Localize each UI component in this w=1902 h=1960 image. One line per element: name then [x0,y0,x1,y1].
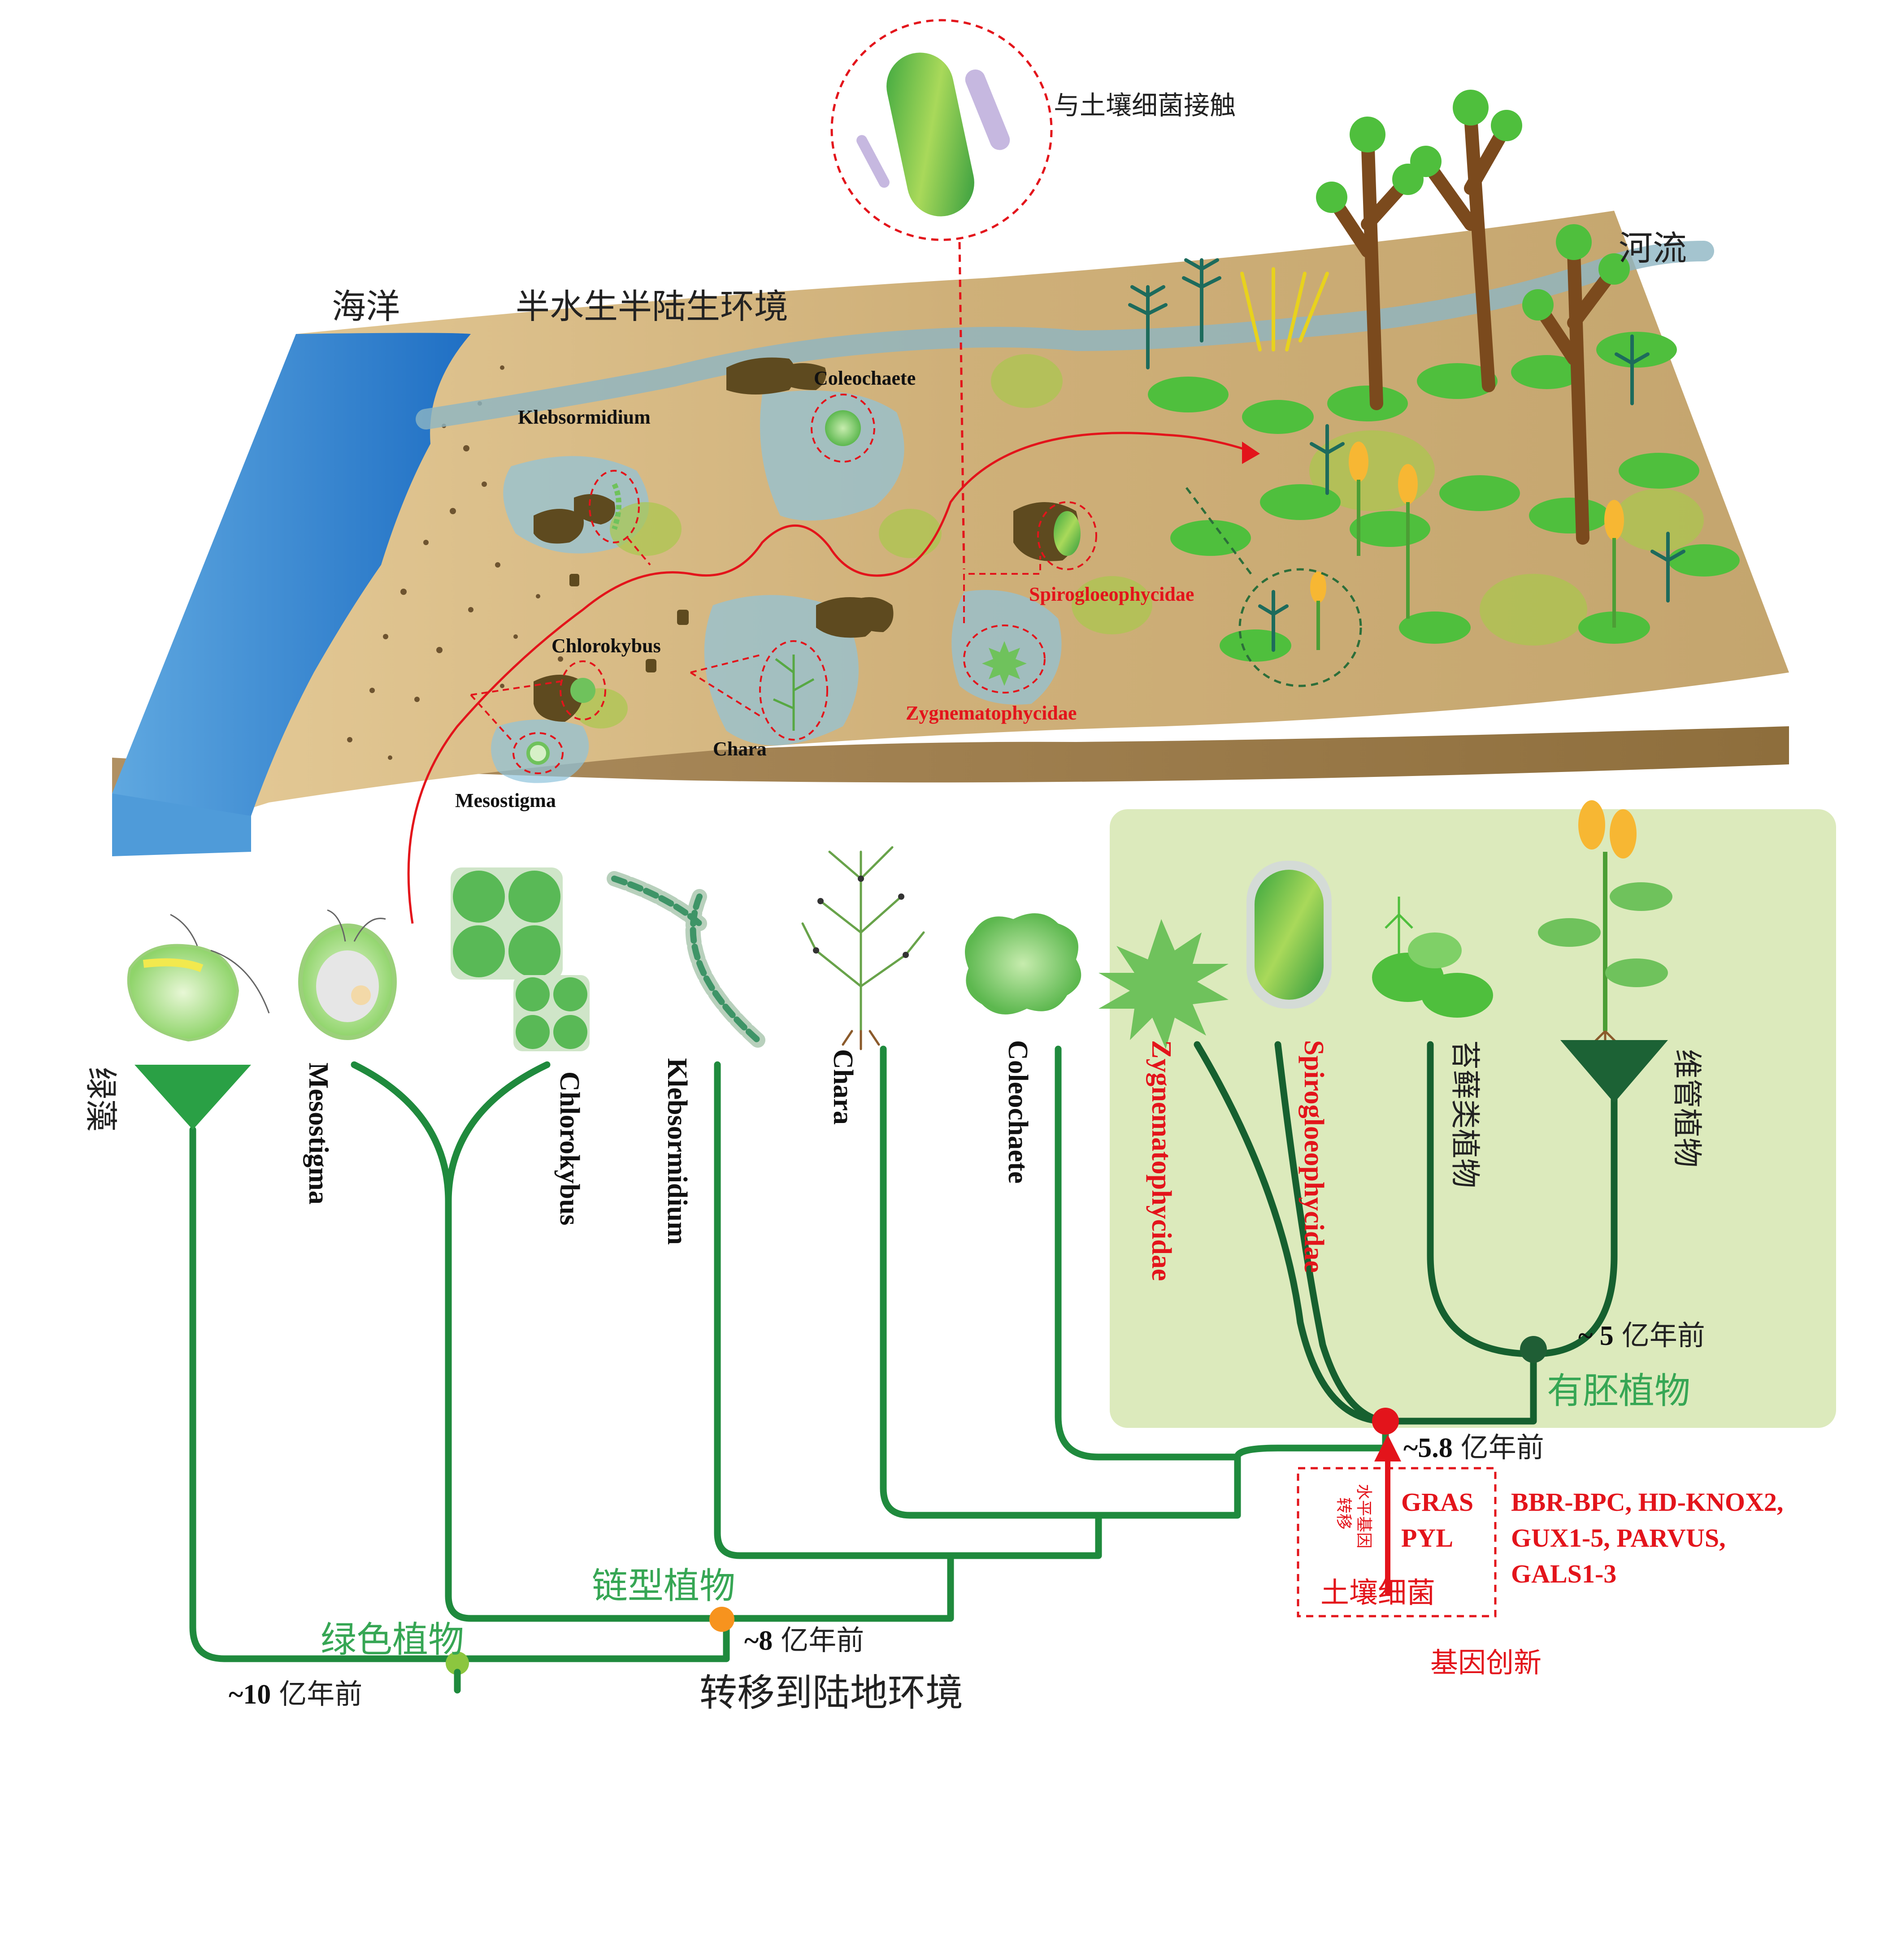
habitat-cells [526,410,1081,765]
green-algae-triangle [135,1065,251,1130]
embryophyte-zoom-circle [1238,568,1362,687]
spirogloeophycidae-icon [1246,861,1332,1009]
innovation-genes-line-3: GALS1-3 [1511,1559,1616,1588]
leaf-labels: 绿藻 Mesostigma Chlorokybus Klebsormidium … [82,1040,1704,1281]
river [416,241,1714,429]
clade-label-embryophytes: 有胚植物 [1547,1370,1690,1412]
bacteria-zoom-connector [958,242,965,570]
leaf-label-green-algae: 绿藻 [82,1067,120,1132]
node-zygn-embryo [1372,1408,1399,1435]
habitat-label-chara: Chara [713,738,767,760]
transfer-to-land-label: 转移到陆地环境 [699,1671,963,1715]
hgt-gene-gras: GRAS [1401,1487,1473,1517]
innovation-genes-line-2: GUX1-5, PARVUS, [1511,1523,1726,1552]
clade-label-green-plants: 绿色植物 [321,1619,464,1661]
coleochaete-icon [965,913,1081,1015]
habitat-label-coleochaete: Coleochaete [814,367,916,389]
habitat-label-mesostigma: Mesostigma [455,789,556,811]
habitat-label-klebsormidium: Klebsormidium [518,406,651,428]
evolution-path-arrowhead [1242,442,1260,464]
habitat-zoom-circles [512,394,1097,774]
innovation-genes-line-1: BBR-BPC, HD-KNOX2, [1511,1487,1783,1517]
clade-label-streptophytes: 链型植物 [592,1565,735,1607]
chara-icon-nodes [813,876,909,958]
beach-pebbles [347,365,563,760]
habitat-label-spirogloeophycidae: Spirogloeophycidae [1029,583,1194,605]
bryophyte-icon [1372,897,1493,1018]
chara-icon [801,846,925,1050]
leaf-label-mesostigma: Mesostigma [303,1062,334,1205]
leaf-label-chlorokybus: Chlorokybus [554,1071,585,1225]
bacteria-contact-label: 与土壤细菌接触 [1054,90,1236,121]
leaf-label-vascular-plants: 维管植物 [1670,1049,1704,1167]
ocean [112,333,471,852]
leaf-label-coleochaete: Coleochaete [1003,1040,1033,1184]
leaf-label-zygnematophycidae: Zygnematophycidae [1146,1040,1177,1281]
leaf-label-chara: Chara [828,1049,858,1125]
land-block-side [112,726,1789,843]
ocean-side [112,794,251,856]
gene-innovation-label: 基因创新 [1430,1646,1542,1679]
node-embryophytes [1520,1336,1547,1363]
soil-bacteria-label: 土壤细菌 [1320,1577,1435,1610]
zygnematophycidae-icon [1099,919,1229,1049]
hgt-gene-pyl: PYL [1401,1523,1453,1552]
green-algae-icon [127,914,270,1042]
mesostigma-icon [298,909,397,1040]
habitat-label-chlorokybus: Chlorokybus [551,635,661,657]
vascular-plant-icon [1538,800,1672,1054]
hgt-vertical-label-2: 转移 [1334,1497,1353,1530]
semi-aquatic-label: 半水生半陆生环境 [516,286,788,326]
klebsormidium-icon [607,871,765,1048]
land-plants [1128,90,1740,687]
landscape-block: 海洋 半水生半陆生环境 河流 与土壤细菌接触 Klebsormidium Col… [112,19,1789,924]
leaf-label-spirogloeophycidae: Spirogloeophycidae [1298,1040,1329,1273]
node-green-plants [446,1652,469,1675]
chlorokybus-icon [451,867,590,1051]
habitat-connector-lines [470,537,1041,741]
hgt-box: 水平基因 转移 GRAS PYL 土壤细菌 [1297,1435,1497,1617]
organism-icons [127,800,1672,1054]
leaf-label-klebsormidium: Klebsormidium [662,1058,692,1245]
evolution-path [407,432,1256,924]
vascular-triangle [1560,1040,1668,1103]
bacteria-zoom-contents [856,52,1010,217]
habitat-label-zygnematophycidae: Zygnematophycidae [906,702,1077,724]
hgt-arrow-head [1374,1435,1401,1461]
node-streptophytes [709,1607,734,1632]
hgt-vertical-label-1: 水平基因 [1355,1484,1373,1548]
leaf-label-bryophytes: 苔藓类植物 [1448,1040,1482,1188]
river-label: 河流 [1619,228,1687,268]
ocean-label: 海洋 [332,286,400,326]
